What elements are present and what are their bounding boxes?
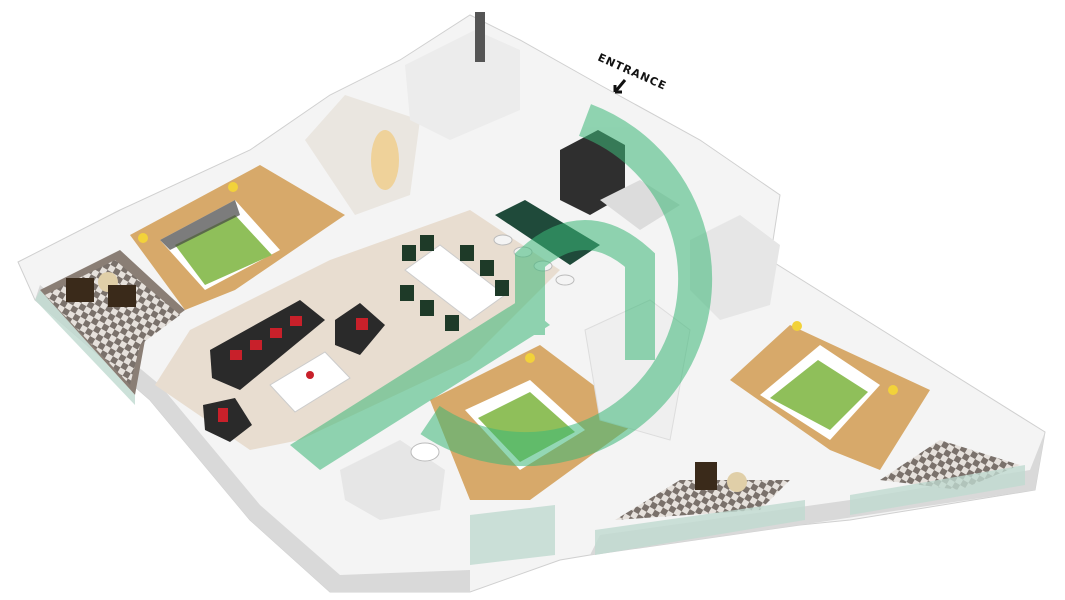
balcony-bottom-railing: [595, 500, 805, 555]
plant-icon: [306, 371, 314, 379]
dining-chairs: [400, 235, 509, 331]
shower-fixture: [475, 12, 485, 62]
balcony-left-railing: [35, 290, 135, 405]
coffee-table: [269, 351, 351, 413]
lamp-icon: [138, 233, 148, 243]
balcony-right-railing: [850, 465, 1025, 515]
armchair: [335, 303, 385, 355]
entrance-marker: ENTRANCE: [596, 51, 669, 94]
arrow-down-icon: [613, 79, 627, 94]
entrance-label: ENTRANCE: [596, 51, 669, 93]
lamp-icon: [888, 385, 898, 395]
balcony-bottom-furniture: [695, 462, 747, 492]
closet-light: [371, 130, 399, 190]
armchair: [203, 398, 252, 442]
bathtub: [410, 442, 440, 462]
bathroom-1: [405, 30, 520, 140]
lamp-icon: [792, 321, 802, 331]
lamp-icon: [228, 182, 238, 192]
balcony-left-furniture: [66, 272, 136, 307]
bedroom-1-bed: [160, 200, 280, 290]
watermark-logo: [290, 104, 713, 470]
refrigerator: [560, 130, 625, 215]
sofa: [210, 300, 325, 390]
bedroom-3-bed: [760, 345, 880, 440]
bathroom-3: [690, 215, 780, 320]
balcony-center-railing: [470, 505, 555, 565]
lamp-icon: [525, 353, 535, 363]
